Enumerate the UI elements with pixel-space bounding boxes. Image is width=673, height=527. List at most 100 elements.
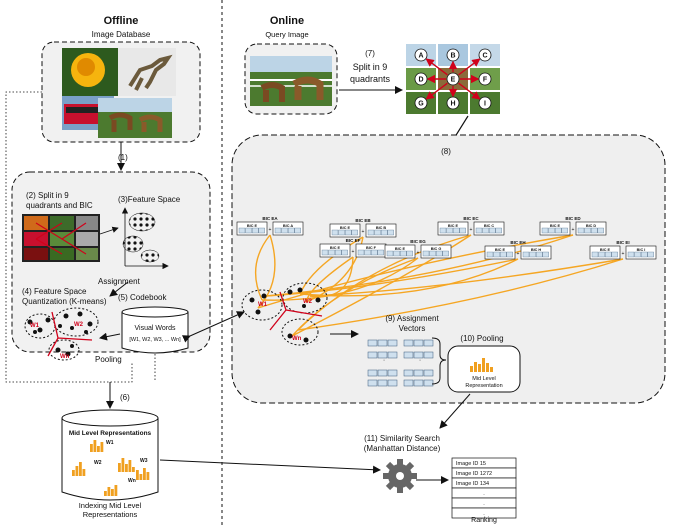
- assignment-vector-cell: [423, 379, 434, 387]
- bic-plus: +: [622, 251, 625, 257]
- step4-label-line2: Quantization (K-means): [22, 297, 107, 306]
- bic-histogram-cell: [584, 227, 591, 234]
- assignment-vector-cell: [423, 369, 434, 377]
- db-histogram-bar: [128, 460, 132, 472]
- assignment-vectors: ··: [367, 339, 434, 387]
- db-histogram-bar: [75, 466, 79, 476]
- db-w3-label: W3: [140, 458, 148, 464]
- quadrant-link-g: [425, 82, 448, 100]
- mid-level-label-line1: Mid Level: [472, 376, 496, 382]
- step3-label: (3)Feature Space: [118, 195, 181, 204]
- db-wn-label: Wn: [128, 478, 136, 484]
- bic-pair-title: BIC EB: [355, 218, 371, 223]
- bic-descriptor-label: BIC I: [637, 248, 646, 252]
- bic-histogram-cell: [381, 229, 388, 236]
- step6-label: (6): [120, 393, 130, 402]
- step9-label-line1: (9) Assignment: [385, 314, 439, 323]
- bic-histogram-cell: [541, 227, 549, 234]
- bic-histogram-cell: [493, 251, 500, 258]
- bic-histogram-cell: [442, 250, 449, 257]
- assignment-label: Assignment: [98, 277, 141, 286]
- bic-histogram-cell: [371, 249, 378, 256]
- db-histogram-bar: [100, 442, 104, 452]
- step9-label-line2: Vectors: [399, 324, 426, 333]
- bic-histogram-cell: [446, 227, 453, 234]
- pooling-bar: [478, 364, 481, 372]
- assignment-vector-cell: [403, 351, 414, 359]
- assignment-vector-cell: [367, 369, 378, 377]
- bic-histogram-cell: [357, 249, 365, 256]
- db-histogram-bar: [97, 446, 100, 452]
- online-cluster-w2-label: W2: [303, 299, 313, 305]
- assignment-vector-cell: [367, 351, 378, 359]
- bic-descriptor-label: BIC B: [376, 226, 387, 230]
- quadrant-marker-d: [414, 72, 428, 86]
- quadrant-marker-a: [414, 48, 428, 62]
- bic-histogram-cell: [341, 249, 348, 256]
- ranking-row-label: .: [483, 511, 485, 517]
- bic-histogram-cell: [387, 229, 394, 236]
- assignment-curves: [254, 234, 624, 337]
- bic-histogram-cell: [641, 251, 648, 258]
- arrow-to-search: [439, 393, 471, 429]
- bic-histogram-cell: [591, 227, 598, 234]
- bic-histogram-cell: [393, 250, 400, 257]
- indexing-label-line1: Indexing Mid Level: [79, 501, 142, 510]
- assignment-vector-cell: [377, 369, 388, 377]
- bic-descriptor-label: BIC A: [283, 224, 293, 228]
- quadrant-marker-g: [414, 96, 428, 110]
- step11-label-line2: (Manhattan Distance): [364, 444, 441, 453]
- bic-histogram-cell: [489, 227, 496, 234]
- assignment-vector-cell: [423, 339, 434, 347]
- bic-histogram-cell: [536, 251, 543, 258]
- offline-quadrant-grid: [22, 214, 100, 262]
- quadrant-marker-b: [446, 48, 460, 62]
- assignment-curve: [261, 257, 419, 301]
- db-histogram-bar: [146, 472, 150, 480]
- quadrant-label-i: I: [484, 101, 486, 108]
- quadrant-label-b: B: [450, 53, 455, 60]
- split-label-line1: Split in 9: [353, 62, 388, 72]
- bic-pair-title: BIC ED: [565, 216, 581, 221]
- quadrant-marker-i: [478, 96, 492, 110]
- bic-histogram-cell: [647, 251, 654, 258]
- bic-pair-title: BIC EI: [616, 240, 629, 245]
- arrow-codebook-to-online: [181, 311, 245, 343]
- vector-ellipsis: ·: [383, 357, 385, 364]
- bic-descriptor-label: BIC D: [586, 224, 597, 228]
- bic-histogram-cell: [611, 251, 618, 258]
- bic-histogram-cell: [364, 249, 371, 256]
- bic-histogram-cell: [605, 251, 612, 258]
- bic-pair-8: BIC EI BIC E BIC I +: [589, 240, 657, 260]
- arrow-assignment: [109, 281, 129, 297]
- assignment-vector-cell: [387, 369, 398, 377]
- quadrant-marker-h: [446, 96, 460, 110]
- assignment-curve: [297, 258, 624, 331]
- bic-plus: +: [517, 251, 520, 257]
- split-label-line2: quadrants: [350, 74, 391, 84]
- bic-histogram-cell: [281, 227, 288, 234]
- step11-label-line1: (11) Similarity Search: [364, 434, 440, 443]
- ranking-row-label: .: [483, 501, 485, 507]
- bic-histogram-cell: [561, 227, 568, 234]
- bic-histogram-cell: [439, 227, 447, 234]
- assignment-vector-cell: [367, 379, 378, 387]
- vector-ellipsis: ·: [419, 357, 421, 364]
- cluster-w2-label: W2: [74, 322, 84, 328]
- bic-descriptor-label: BIC E: [600, 248, 611, 252]
- bic-descriptor-label: BIC H: [531, 248, 542, 252]
- quadrant-label-d: D: [418, 77, 423, 84]
- db-histogram-bar: [139, 474, 143, 480]
- pooling-bar: [470, 366, 473, 372]
- mid-level-database: [61, 409, 159, 501]
- quadrant-label-a: A: [418, 53, 423, 60]
- assignment-vector-cell: [367, 339, 378, 347]
- pooling-bar: [482, 358, 485, 372]
- image-database-label: Image Database: [92, 30, 151, 39]
- bic-histogram-cell: [406, 250, 413, 257]
